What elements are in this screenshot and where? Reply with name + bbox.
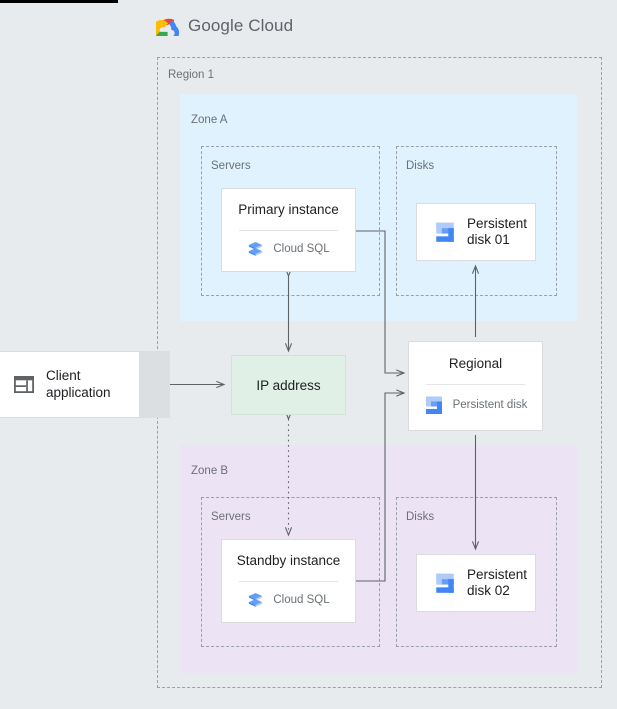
standby-instance-card[interactable]: Standby instance Cloud SQL (221, 539, 356, 623)
persistent-disk-icon (434, 572, 456, 595)
top-black-bar (0, 0, 118, 3)
regional-disk-subtitle-row: Persistent disk (424, 395, 528, 416)
ip-address-box[interactable]: IP address (231, 355, 346, 415)
persistent-disk-icon (424, 395, 444, 416)
standby-instance-subtitle-row: Cloud SQL (247, 592, 330, 609)
disk-label-line1: Persistent (467, 215, 528, 231)
standby-instance-title: Standby instance (236, 553, 341, 569)
brand-cloud: Cloud (243, 16, 294, 35)
primary-instance-card[interactable]: Primary instance Cloud SQL (221, 188, 356, 272)
zone-a-disks-group (396, 146, 557, 296)
regional-persistent-disk-card[interactable]: Regional Persistent disk (408, 341, 543, 431)
primary-instance-title: Primary instance (238, 202, 339, 218)
disk-label-line2: disk 01 (467, 232, 510, 247)
google-cloud-wordmark: Google Cloud (188, 16, 293, 36)
zone-a-disks-label: Disks (406, 160, 435, 172)
disk-label-line1: Persistent (467, 566, 528, 582)
zone-a-label: Zone A (191, 114, 228, 126)
google-cloud-header: Google Cloud (156, 16, 293, 36)
card-divider (239, 229, 338, 231)
standby-instance-subtitle: Cloud SQL (273, 594, 330, 607)
client-label-line2: application (46, 384, 111, 400)
regional-disk-title: Regional (448, 356, 503, 372)
zone-b-servers-label: Servers (211, 511, 251, 523)
disk-label-line2: disk 02 (467, 583, 510, 598)
ip-address-label: IP address (256, 377, 321, 393)
cloud-sql-icon (247, 241, 264, 258)
zone-b-label: Zone B (191, 465, 229, 477)
card-divider (239, 580, 338, 582)
zone-b-disks-label: Disks (406, 511, 435, 523)
card-divider (426, 383, 525, 385)
client-application-window-icon (14, 376, 34, 393)
primary-instance-subtitle-row: Cloud SQL (247, 241, 330, 258)
region-label: Region 1 (168, 69, 215, 81)
cloud-sql-icon (247, 592, 264, 609)
regional-disk-subtitle: Persistent disk (452, 399, 528, 412)
zone-a-servers-label: Servers (211, 160, 251, 172)
client-label-line1: Client (46, 367, 81, 383)
google-cloud-logo-icon (156, 17, 179, 36)
brand-google: Google (188, 16, 244, 35)
primary-instance-subtitle: Cloud SQL (273, 243, 330, 256)
persistent-disk-icon (434, 221, 456, 244)
